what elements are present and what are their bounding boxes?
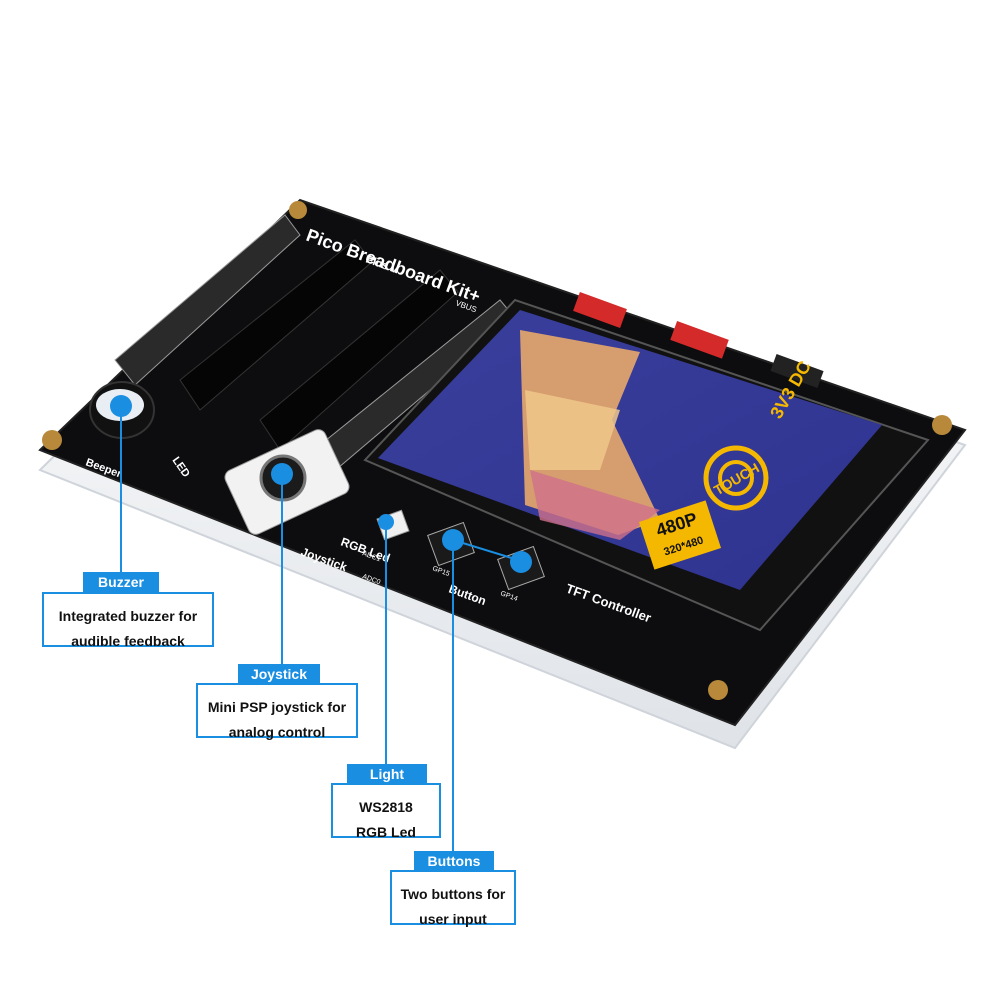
callout-joystick-line-2: analog control: [228, 724, 326, 740]
callout-light-line-2: RGB Led: [356, 824, 416, 840]
pico-socket-left: [179, 239, 373, 411]
display-screen: [378, 310, 882, 590]
leader-joystick: [271, 463, 293, 672]
standoff-top: [289, 201, 307, 219]
callout-joystick-line-1: Mini PSP joystick for: [207, 699, 347, 715]
pico-socket-right: [259, 269, 459, 451]
callout-joystick-tag: Joystick: [238, 664, 320, 684]
callout-light-tag: Light: [347, 764, 427, 784]
callout-buttons-line-2: user input: [419, 911, 487, 927]
standoff-left: [42, 430, 62, 450]
screen-art-shape-3: [530, 470, 660, 540]
standoff-right: [932, 415, 952, 435]
callout-buzzer-line-2: audible feedback: [71, 633, 185, 649]
callout-joystick-box: Mini PSP joystick for analog control: [196, 683, 358, 740]
leader-buttons: [442, 529, 532, 858]
standoff-bottom: [708, 680, 728, 700]
callout-buzzer-tag: Buzzer: [83, 572, 159, 592]
callout-light-box: WS2818 RGB Led: [331, 783, 441, 840]
callout-buzzer-box: Integrated buzzer for audible feedback: [42, 592, 214, 649]
callout-buttons-line-1: Two buttons for: [400, 886, 506, 902]
callout-buzzer-line-1: Integrated buzzer for: [58, 608, 198, 624]
callout-light-line-1: WS2818: [359, 799, 413, 815]
callout-buttons-box: Two buttons for user input: [390, 870, 516, 927]
callout-buttons-tag: Buttons: [414, 851, 494, 871]
leader-light: [378, 514, 394, 772]
red-header-1: [573, 292, 627, 328]
screen-art-shape-2: [525, 390, 620, 470]
leader-buzzer: [110, 395, 132, 580]
pin-header-left: [114, 214, 301, 386]
red-header-2: [670, 321, 729, 359]
black-header-3: [770, 353, 824, 389]
